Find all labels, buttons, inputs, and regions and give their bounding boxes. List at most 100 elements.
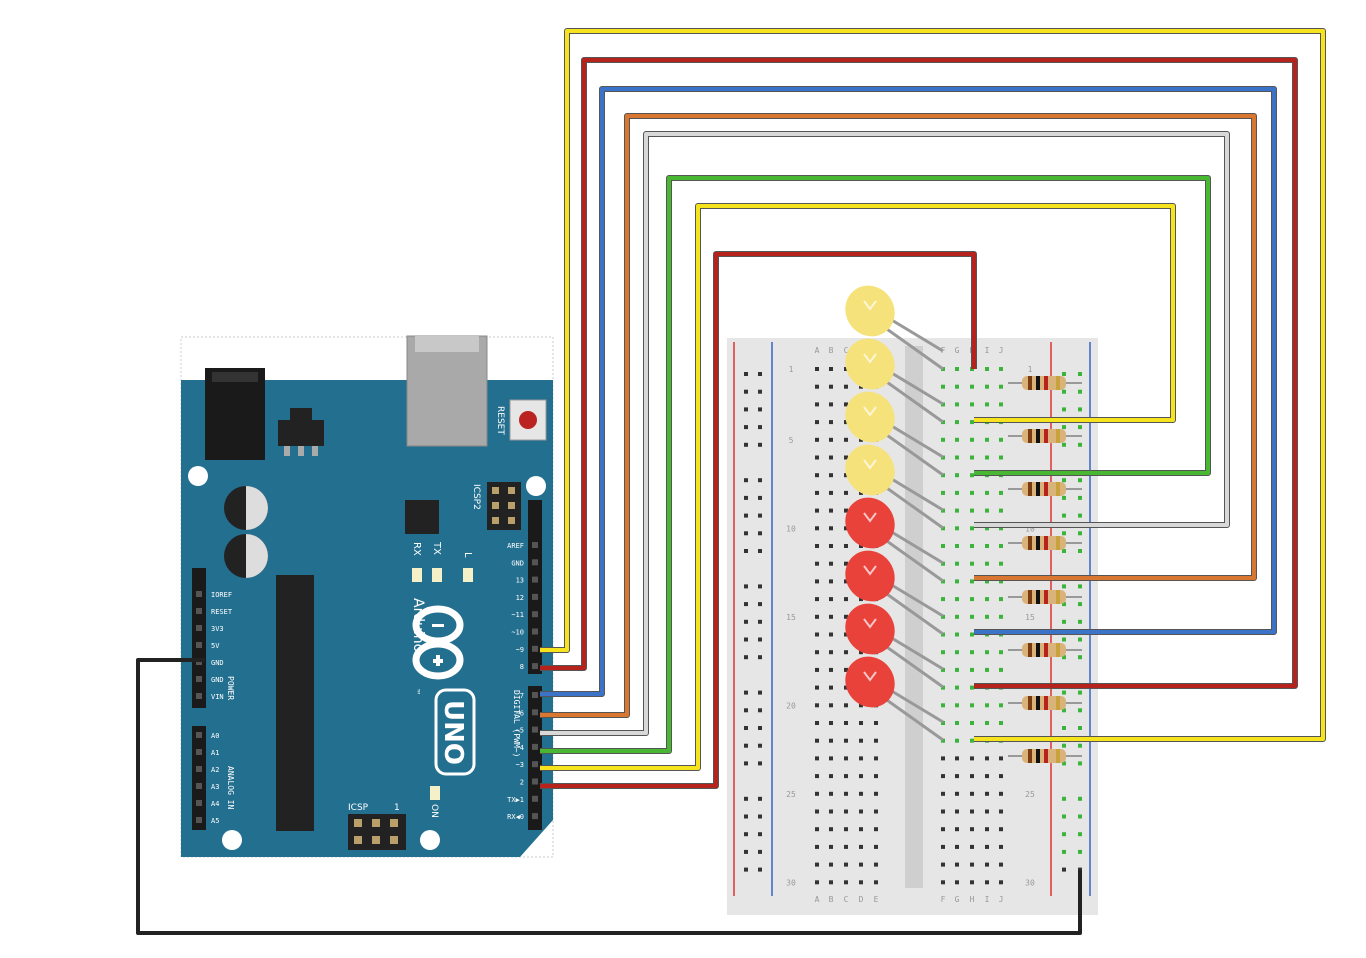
- rail-hole: [744, 690, 748, 695]
- rail-hole: [1078, 726, 1082, 730]
- breadboard-hole: [970, 544, 974, 548]
- breadboard-hole: [970, 667, 974, 672]
- breadboard-hole: [955, 367, 959, 371]
- digital-header-high: [528, 500, 542, 674]
- power-label: POWER: [226, 676, 235, 700]
- rail-hole: [744, 814, 748, 819]
- breadboard-hole: [815, 526, 819, 531]
- breadboard-hole: [985, 667, 989, 672]
- breadboard-hole: [970, 738, 974, 743]
- breadboard-hole: [941, 667, 945, 672]
- jumper-wire: [540, 252, 976, 788]
- breadboard-hole: [985, 721, 989, 725]
- rail-hole: [758, 372, 762, 376]
- usb-interface-chip: [405, 500, 439, 534]
- breadboard-hole: [844, 862, 848, 867]
- breadboard-hole: [970, 721, 974, 725]
- breadboard-hole: [970, 473, 974, 478]
- rail-hole: [744, 495, 748, 500]
- rail-hole: [1062, 726, 1066, 730]
- breadboard-hole: [955, 738, 959, 743]
- analog-pin-label: A2: [211, 766, 219, 774]
- rail-hole: [758, 602, 762, 607]
- dc-power-jack: [205, 368, 265, 460]
- breadboard-hole: [815, 420, 819, 425]
- rail-hole: [744, 761, 748, 766]
- mounting-hole: [420, 830, 440, 850]
- rail-hole: [744, 407, 748, 412]
- breadboard-hole: [815, 473, 819, 478]
- breadboard-hole: [999, 721, 1003, 725]
- column-letter: C: [844, 895, 849, 904]
- resistor: [1008, 376, 1082, 390]
- reset-button[interactable]: [509, 399, 547, 441]
- column-letter: J: [999, 895, 1004, 904]
- breadboard-hole: [829, 685, 833, 690]
- breadboard-hole: [859, 827, 863, 832]
- rail-hole: [1078, 407, 1082, 412]
- digital-pin-label: ~10: [511, 629, 524, 637]
- breadboard-hole: [829, 738, 833, 743]
- digital-pin-label: 12: [516, 594, 524, 602]
- rx-led: [412, 568, 422, 582]
- rail-hole: [1062, 425, 1066, 430]
- rail-hole: [1062, 743, 1066, 748]
- analog-pin-label: A4: [211, 800, 219, 808]
- row-number: 10: [786, 524, 796, 533]
- breadboard-hole: [844, 508, 848, 513]
- breadboard-hole: [829, 579, 833, 584]
- breadboard-hole: [985, 455, 989, 460]
- digital-pin-label: AREF: [507, 542, 524, 550]
- breadboard-hole: [829, 703, 833, 708]
- breadboard-hole: [941, 844, 945, 849]
- breadboard-hole: [874, 738, 878, 743]
- rail-hole: [744, 655, 748, 660]
- breadboard-hole: [859, 774, 863, 779]
- rail-hole: [1062, 708, 1066, 713]
- breadboard-hole: [844, 721, 848, 725]
- rx-label: RX: [411, 542, 422, 556]
- l-label: L: [462, 552, 473, 558]
- resistor: [1008, 429, 1082, 443]
- column-letter: D: [859, 895, 864, 904]
- breadboard-hole: [815, 455, 819, 460]
- led-red: [845, 656, 944, 742]
- rail-hole: [1078, 761, 1082, 766]
- rail-hole: [1062, 602, 1066, 607]
- power-header: [192, 568, 206, 708]
- usb-connector: [406, 335, 488, 447]
- rail-hole: [1078, 867, 1082, 872]
- rail-hole: [758, 442, 762, 447]
- rail-hole: [744, 619, 748, 624]
- digital-pin-label: 13: [516, 577, 524, 585]
- breadboard-hole: [955, 844, 959, 849]
- mounting-hole: [188, 466, 208, 486]
- breadboard-hole: [829, 561, 833, 566]
- column-letter: B: [829, 895, 834, 904]
- rail-hole: [744, 726, 748, 730]
- rail-hole: [1062, 619, 1066, 624]
- breadboard-hole: [815, 685, 819, 690]
- rail-hole: [1078, 637, 1082, 642]
- rail-hole: [744, 442, 748, 447]
- breadboard-hole: [874, 756, 878, 761]
- icsp-pin1-label: 1: [394, 803, 400, 813]
- breadboard-hole: [955, 384, 959, 389]
- led-yellow: [845, 444, 944, 530]
- breadboard-hole: [970, 827, 974, 832]
- rail-hole: [1078, 690, 1082, 695]
- breadboard-hole: [970, 880, 974, 885]
- breadboard-hole: [829, 384, 833, 389]
- breadboard-hole: [874, 844, 878, 849]
- breadboard-hole: [829, 862, 833, 867]
- column-letter: A: [815, 895, 820, 904]
- breadboard-hole: [999, 367, 1003, 371]
- breadboard-hole: [844, 367, 848, 371]
- rail-hole: [1062, 690, 1066, 695]
- breadboard-hole: [859, 862, 863, 867]
- column-letter: G: [955, 895, 960, 904]
- breadboard-hole: [829, 880, 833, 885]
- breadboard-hole: [844, 437, 848, 442]
- breadboard-hole: [985, 827, 989, 832]
- breadboard-hole: [815, 614, 819, 619]
